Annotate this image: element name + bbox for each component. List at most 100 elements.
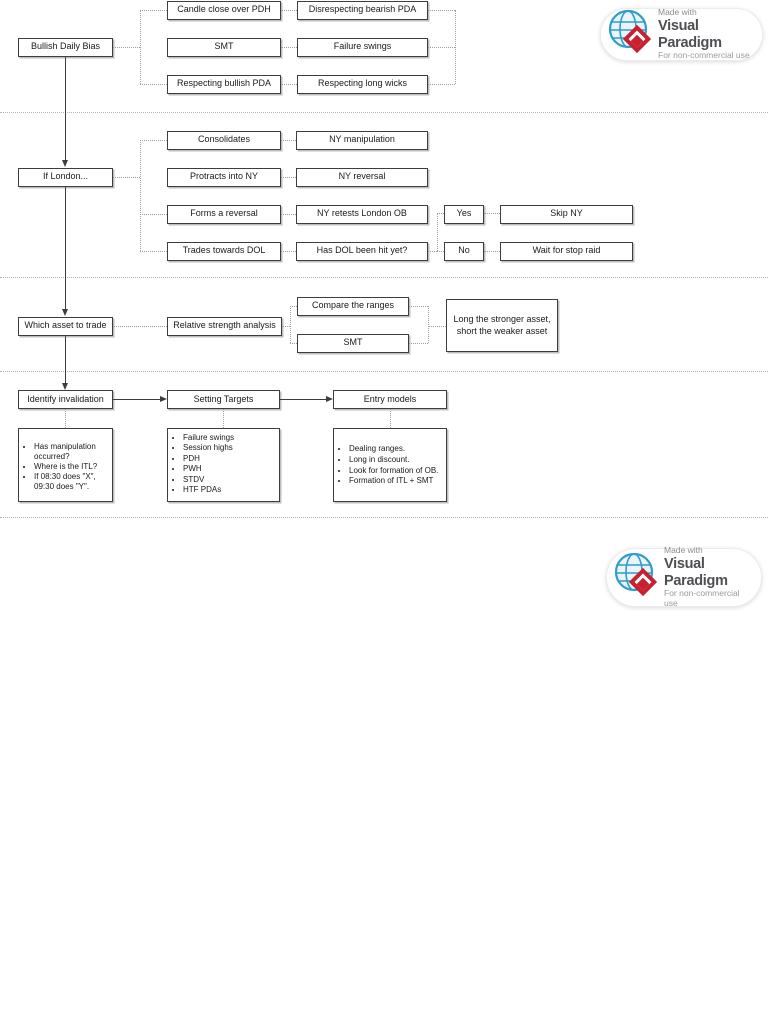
connector bbox=[428, 84, 455, 85]
connector bbox=[140, 140, 141, 251]
node-smt-asset: SMT bbox=[297, 333, 409, 353]
arrowhead-down-icon bbox=[61, 160, 68, 167]
lane-divider bbox=[0, 277, 768, 278]
notes-targets: Failure swings Session highs PDH PWH STD… bbox=[167, 428, 280, 502]
connector bbox=[140, 84, 167, 85]
connector bbox=[290, 306, 297, 307]
node-consolidates: Consolidates bbox=[167, 130, 281, 150]
spine-segment bbox=[65, 57, 66, 160]
visual-paradigm-logo-icon bbox=[608, 8, 654, 61]
node-skip-ny: Skip NY bbox=[500, 204, 633, 224]
connector bbox=[140, 10, 141, 84]
connector bbox=[484, 251, 500, 252]
connector bbox=[281, 177, 296, 178]
node-ny-manipulation: NY manipulation bbox=[296, 130, 428, 150]
connector bbox=[409, 343, 428, 344]
node-relative-strength-analysis: Relative strength analysis bbox=[167, 316, 282, 336]
arrowhead-down-icon bbox=[61, 383, 68, 390]
node-no: No bbox=[444, 241, 484, 261]
connector bbox=[428, 251, 437, 252]
node-if-london: If London... bbox=[18, 167, 113, 187]
connector bbox=[428, 306, 429, 343]
connector bbox=[437, 251, 444, 252]
visual-paradigm-badge-top[interactable]: Made with Visual Paradigm For non-commer… bbox=[600, 7, 763, 61]
note-item: Formation of ITL + SMT bbox=[349, 476, 443, 487]
lane-divider bbox=[0, 517, 768, 518]
node-long-stronger-short-weaker: Long the stronger asset, short the weake… bbox=[446, 299, 558, 352]
arrowhead-right-icon bbox=[326, 395, 333, 402]
connector bbox=[290, 343, 297, 344]
connector bbox=[437, 213, 438, 251]
connector bbox=[140, 214, 167, 215]
arrowhead-down-icon bbox=[61, 309, 68, 316]
node-protracts-into-ny: Protracts into NY bbox=[167, 167, 281, 187]
note-item: If 08:30 does "X", 09:30 does "Y". bbox=[34, 472, 109, 492]
note-item: Failure swings bbox=[183, 433, 276, 443]
node-setting-targets: Setting Targets bbox=[167, 390, 280, 409]
connector bbox=[484, 213, 500, 214]
connector bbox=[437, 213, 444, 214]
node-yes: Yes bbox=[444, 204, 484, 224]
arrow-line bbox=[280, 399, 326, 400]
node-failure-swings-bias: Failure swings bbox=[297, 37, 428, 57]
node-forms-a-reversal: Forms a reversal bbox=[167, 204, 281, 224]
node-bullish-daily-bias: Bullish Daily Bias bbox=[18, 37, 113, 57]
note-item: PWH bbox=[183, 464, 276, 474]
notes-entry: Dealing ranges. Long in discount. Look f… bbox=[333, 428, 447, 502]
connector bbox=[281, 10, 297, 11]
connector bbox=[140, 10, 167, 11]
connector bbox=[409, 306, 428, 307]
note-item: HTF PDAs bbox=[183, 485, 276, 495]
connector bbox=[140, 140, 167, 141]
node-compare-the-ranges: Compare the ranges bbox=[297, 296, 409, 316]
connector bbox=[281, 84, 297, 85]
note-item: Session highs bbox=[183, 443, 276, 453]
note-item: PDH bbox=[183, 454, 276, 464]
node-which-asset-to-trade: Which asset to trade bbox=[18, 316, 113, 336]
connector bbox=[428, 47, 455, 48]
notes-invalidation: Has manipulation occurred? Where is the … bbox=[18, 428, 113, 502]
connector bbox=[281, 140, 296, 141]
note-item: Where is the ITL? bbox=[34, 462, 109, 472]
badge-made-with: Made with bbox=[658, 7, 697, 18]
connector-bracket bbox=[455, 10, 456, 84]
badge-license: For non-commercial use bbox=[658, 50, 750, 61]
arrowhead-right-icon bbox=[160, 395, 167, 402]
connector bbox=[113, 326, 167, 327]
spine-segment bbox=[65, 336, 66, 383]
badge-brand: Visual Paradigm bbox=[664, 555, 728, 589]
node-respecting-long-wicks: Respecting long wicks bbox=[297, 74, 428, 94]
visual-paradigm-logo-icon bbox=[614, 551, 660, 604]
connector bbox=[428, 326, 446, 327]
visual-paradigm-badge-bottom[interactable]: Made with Visual Paradigm For non-commer… bbox=[606, 545, 762, 609]
node-wait-for-stop-raid: Wait for stop raid bbox=[500, 241, 633, 261]
node-trades-towards-dol: Trades towards DOL bbox=[167, 241, 281, 261]
badge-made-with: Made with bbox=[664, 545, 703, 556]
connector bbox=[140, 251, 167, 252]
node-smt-bias: SMT bbox=[167, 37, 281, 57]
connector bbox=[113, 47, 140, 48]
badge-license: For non-commercial use bbox=[664, 588, 740, 609]
lane-divider bbox=[0, 112, 768, 113]
node-disrespecting-bearish-pda: Disrespecting bearish PDA bbox=[297, 0, 428, 20]
node-ny-reversal: NY reversal bbox=[296, 167, 428, 187]
connector bbox=[282, 326, 290, 327]
node-ny-retests-london-ob: NY retests London OB bbox=[296, 204, 428, 224]
node-candle-close-over-pdh: Candle close over PDH bbox=[167, 0, 281, 20]
connector bbox=[281, 251, 296, 252]
badge-brand: Visual Paradigm bbox=[658, 17, 722, 51]
connector bbox=[281, 47, 297, 48]
note-item: Has manipulation occurred? bbox=[34, 442, 109, 462]
node-has-dol-been-hit: Has DOL been hit yet? bbox=[296, 241, 428, 261]
note-item: Look for formation of OB. bbox=[349, 466, 443, 477]
connector bbox=[281, 214, 296, 215]
connector bbox=[390, 409, 391, 428]
note-item: STDV bbox=[183, 475, 276, 485]
node-identify-invalidation: Identify invalidation bbox=[18, 390, 113, 409]
connector bbox=[113, 177, 140, 178]
connector bbox=[428, 10, 455, 11]
connector bbox=[65, 409, 66, 428]
note-item: Long in discount. bbox=[349, 455, 443, 466]
node-respecting-bullish-pda: Respecting bullish PDA bbox=[167, 74, 281, 94]
